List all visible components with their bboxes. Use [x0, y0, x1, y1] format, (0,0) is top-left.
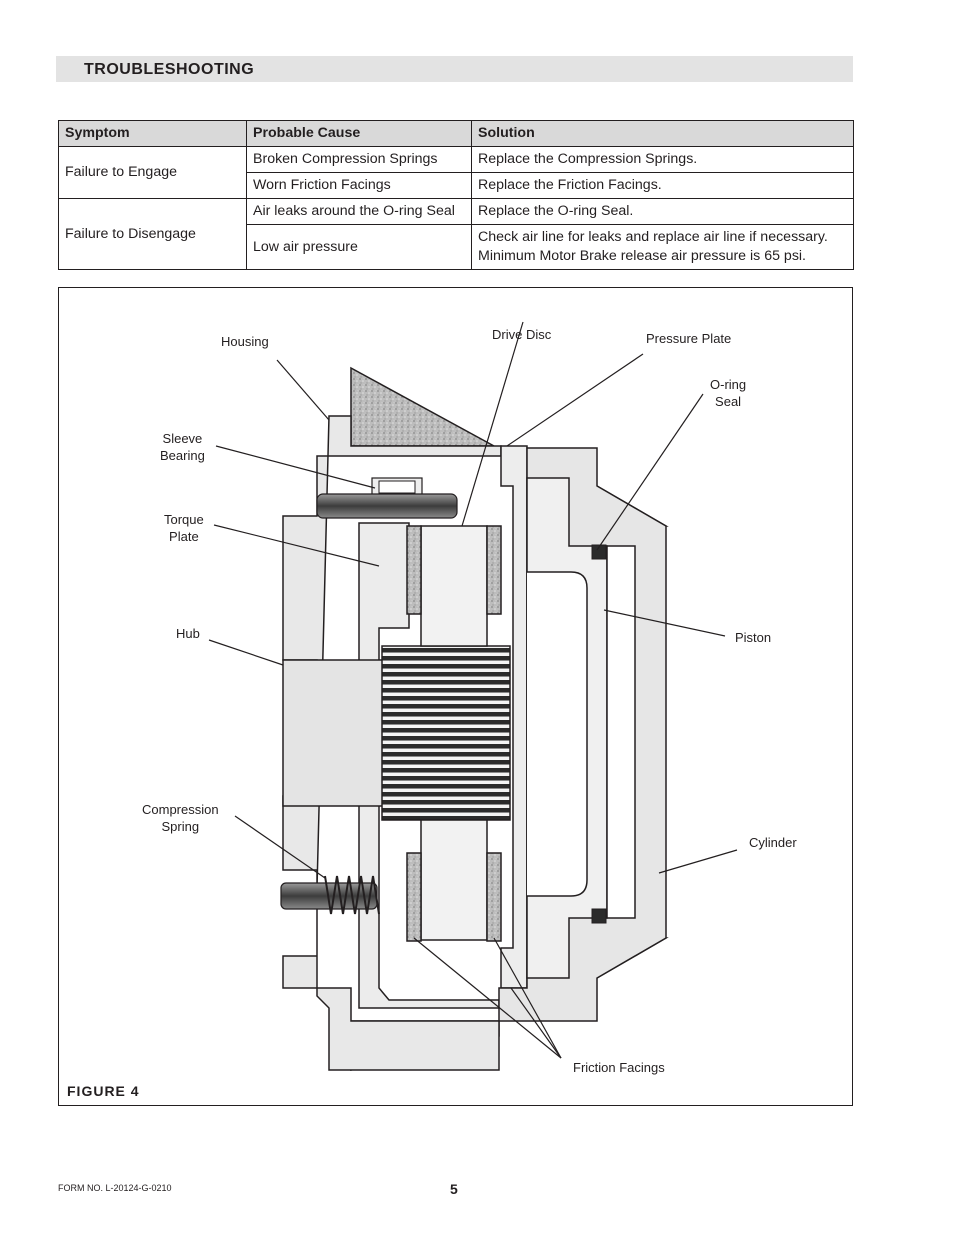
piston-part: [526, 477, 636, 979]
callout-hub: Hub: [176, 626, 200, 641]
table-row: Worn Friction Facings Replace the Fricti…: [59, 172, 854, 199]
table-row: Failure to Engage Broken Compression Spr…: [58, 146, 854, 199]
motor-brake-cross-section-diagram: [208, 321, 738, 1071]
callout-compression-spring: Compression Spring: [142, 802, 219, 834]
housing-frame: [282, 415, 502, 1071]
oring-seal-part: [591, 544, 607, 924]
cause-cell: Worn Friction Facings: [246, 172, 472, 199]
leader-lines: [208, 321, 738, 1059]
callout-drive-disc: Drive Disc: [492, 327, 552, 342]
page-number: 5: [450, 1181, 458, 1197]
cause-cell: Air leaks around the O-ring Seal: [246, 198, 472, 225]
solution-cell: Replace the Friction Facings.: [471, 172, 854, 199]
callout-friction-facings: Friction Facings: [573, 1060, 665, 1075]
section-header-bar: TROUBLESHOOTING: [56, 56, 853, 82]
column-header-solution: Solution: [471, 120, 854, 147]
table-header-row: Symptom Probable Cause Solution: [58, 120, 854, 147]
solution-cell: Check air line for leaks and replace air…: [471, 224, 854, 270]
compression-spring-part: [280, 875, 380, 915]
callout-torque-plate: Torque Plate: [164, 512, 204, 544]
hub-part: [282, 659, 384, 807]
section-title: TROUBLESHOOTING: [84, 61, 255, 78]
solution-cell: Replace the O-ring Seal.: [471, 198, 854, 225]
column-header-probable-cause: Probable Cause: [246, 120, 472, 147]
table-row: Failure to Disengage Air leaks around th…: [58, 198, 854, 270]
cause-cell: Broken Compression Springs: [246, 146, 472, 173]
troubleshooting-table: Symptom Probable Cause Solution Failure …: [58, 120, 854, 270]
form-number: FORM NO. L-20124-G-0210: [58, 1183, 172, 1193]
sleeve-bearing-part: [316, 477, 458, 519]
symptom-cell: Failure to Disengage: [58, 198, 247, 270]
cause-cell: Low air pressure: [246, 224, 472, 270]
figure-4-box: Housing Drive Disc Pressure Plate O-ring…: [58, 287, 853, 1106]
solution-cell: Replace the Compression Springs.: [471, 146, 854, 173]
column-header-symptom: Symptom: [58, 120, 247, 147]
callout-cylinder: Cylinder: [749, 835, 797, 850]
callout-housing: Housing: [221, 334, 269, 349]
callout-piston: Piston: [735, 630, 772, 645]
splined-hub: [381, 645, 511, 821]
symptom-cell: Failure to Engage: [58, 146, 247, 199]
callout-oring-seal: O-ring Seal: [710, 377, 747, 409]
callout-pressure-plate: Pressure Plate: [646, 331, 732, 346]
table-row: Low air pressure Check air line for leak…: [59, 224, 854, 270]
friction-facings-part: [406, 525, 502, 942]
drive-disc-part: [420, 525, 488, 941]
figure-label: FIGURE 4: [67, 1083, 140, 1099]
callout-sleeve-bearing: Sleeve Bearing: [160, 431, 205, 463]
